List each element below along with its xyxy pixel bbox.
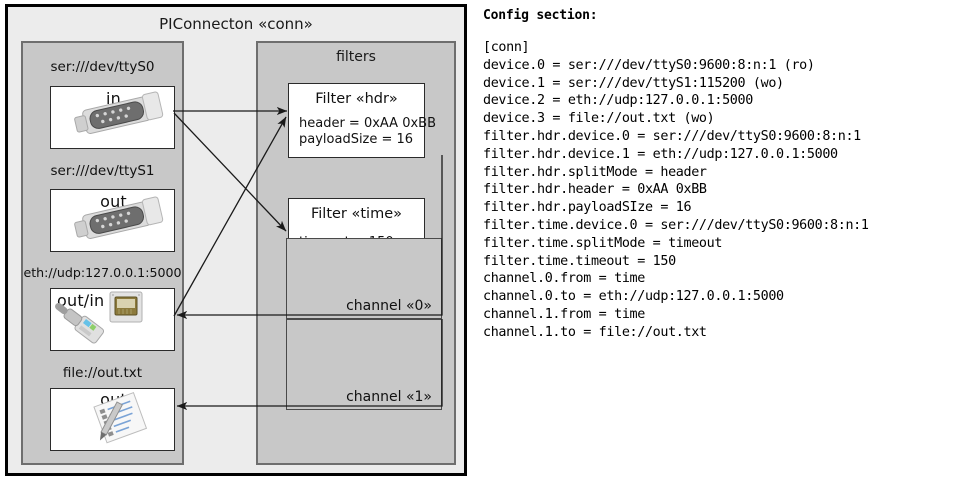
device-io-file: out — [100, 390, 127, 409]
device-node-ttys1[interactable]: out — [50, 189, 175, 252]
config-line: device.3 = file://out.txt (wo) — [483, 111, 715, 127]
device-node-file[interactable]: out — [50, 388, 175, 451]
channel-1-box: channel «1» — [286, 319, 442, 410]
config-line: channel.1.to = file://out.txt — [483, 324, 707, 340]
config-line: filter.time.device.0 = ser:///dev/ttyS0:… — [483, 217, 869, 233]
config-line: channel.0.to = eth://udp:127.0.0.1:5000 — [483, 289, 784, 305]
device-io-ttys0: in — [106, 89, 121, 108]
device-label-file: file://out.txt — [62, 365, 143, 381]
config-line: filter.time.timeout = 150 — [483, 253, 676, 269]
device-label-ttys0: ser:///dev/ttyS0 — [50, 59, 155, 75]
device-label-eth: eth://udp:127.0.0.1:5000 — [23, 265, 182, 280]
config-line: channel.0.from = time — [483, 271, 645, 287]
device-node-eth[interactable]: out/in — [50, 288, 175, 351]
config-line: filter.hdr.device.0 = ser:///dev/ttyS0:9… — [483, 128, 861, 144]
config-line: filter.hdr.header = 0xAA 0xBB — [483, 182, 707, 198]
filter-hdr-title: Filter «hdr» — [315, 91, 398, 107]
config-line: device.2 = eth://udp:127.0.0.1:5000 — [483, 93, 753, 109]
config-line: filter.hdr.device.1 = eth://udp:127.0.0.… — [483, 146, 838, 162]
config-line: device.0 = ser:///dev/ttyS0:9600:8:n:1 (… — [483, 57, 815, 73]
config-section: Config section: [conn] device.0 = ser:///… — [483, 8, 959, 342]
filter-hdr-box[interactable]: Filter «hdr» header = 0xAA 0xBB payloadS… — [288, 83, 436, 158]
device-io-eth: out/in — [57, 291, 105, 310]
filter-hdr-prop-payloadsize: payloadSize = 16 — [299, 132, 414, 147]
channel-1-label: channel «1» — [346, 389, 432, 405]
filter-time-title: Filter «time» — [310, 206, 403, 222]
filter-hdr-prop-header: header = 0xAA 0xBB — [299, 116, 437, 131]
config-line: filter.hdr.payloadSIze = 16 — [483, 200, 692, 216]
filters-panel-title: filters — [336, 49, 376, 65]
device-label-ttys1: ser:///dev/ttyS1 — [50, 163, 155, 179]
device-node-ttys0[interactable]: in — [50, 86, 175, 149]
diagram-title: PIConnecton «conn» — [159, 15, 313, 33]
config-lines: [conn] device.0 = ser:///dev/ttyS0:9600:8… — [483, 39, 959, 342]
config-line: channel.1.from = time — [483, 306, 645, 322]
channel-0-label: channel «0» — [346, 298, 432, 314]
config-heading: Config section: — [483, 8, 598, 23]
config-line: filter.time.splitMode = timeout — [483, 235, 723, 251]
channel-0-box: channel «0» — [286, 238, 442, 319]
connector-diagram: PIConnecton «conn» ser:///dev/ttyS0 in — [5, 4, 467, 476]
config-line: filter.hdr.splitMode = header — [483, 164, 707, 180]
config-line: [conn] — [483, 40, 530, 55]
device-io-ttys1: out — [100, 192, 127, 211]
config-line: device.1 = ser:///dev/ttyS1:115200 (wo) — [483, 75, 784, 91]
